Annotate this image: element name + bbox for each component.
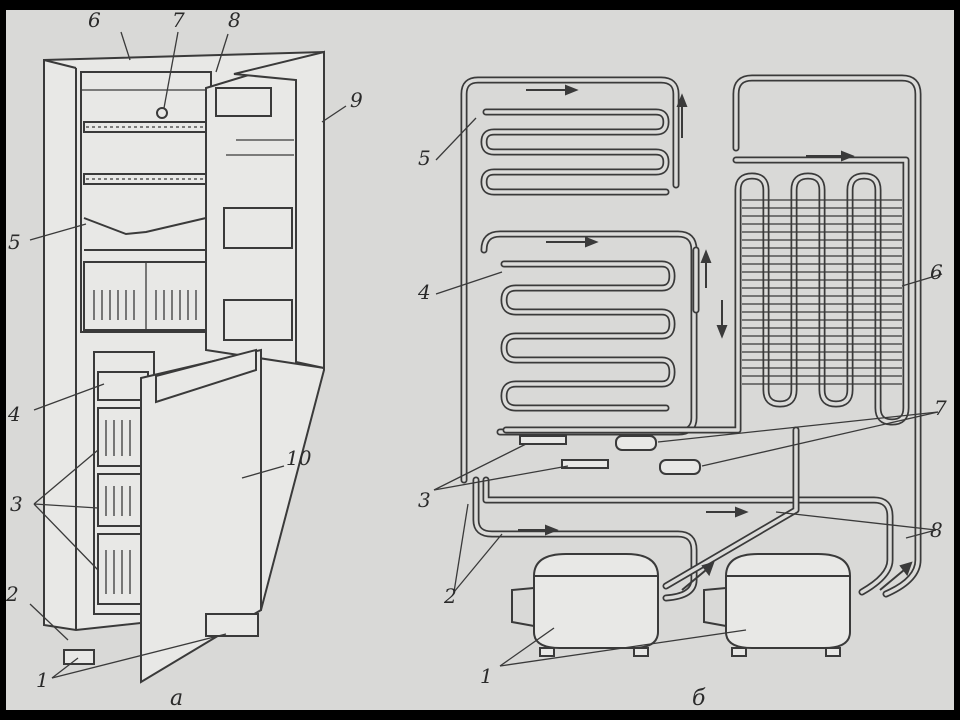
label-a-4: 4: [8, 402, 21, 426]
label-a-8: 8: [228, 8, 241, 32]
refrigerant-circuit: [460, 74, 922, 602]
label-a-3: 3: [10, 492, 23, 516]
subfigure-b-label: б: [692, 686, 706, 711]
label-b-4: 4: [418, 280, 431, 304]
foot-left: [63, 649, 95, 665]
label-b-6: 6: [930, 260, 943, 284]
flow-arrows: [518, 84, 913, 591]
label-a-9: 9: [350, 88, 363, 112]
label-a-2: 2: [6, 582, 19, 606]
label-b-5: 5: [418, 146, 431, 170]
label-b-3: 3: [418, 488, 431, 512]
lower-door: [140, 348, 262, 684]
label-a-7: 7: [172, 8, 185, 32]
subfigure-a-label: а: [170, 686, 184, 711]
filter-drier-lower: [561, 459, 609, 469]
label-a-1: 1: [36, 668, 49, 692]
label-b-1: 1: [480, 664, 493, 688]
compressor-right: [703, 553, 851, 657]
leaders-b: [433, 117, 943, 667]
lamp-icon: [156, 107, 168, 119]
upper-door: [205, 50, 325, 370]
refrigerator-drawing: [29, 31, 943, 684]
label-b-2: 2: [444, 584, 457, 608]
compressor-left: [511, 553, 659, 657]
label-a-6: 6: [88, 8, 101, 32]
crisper-drawers: [83, 261, 210, 331]
capillary-coil-upper: [615, 435, 657, 451]
leaders-a: [29, 31, 347, 679]
diagram-canvas: 6 7 8 9 5 4 3 2 1 10 а 5 4 3 2 1 7 8 6 б: [6, 10, 954, 710]
capillary-coil-lower: [659, 459, 701, 475]
label-a-10: 10: [286, 446, 312, 470]
label-b-7: 7: [934, 396, 947, 420]
label-b-8: 8: [930, 518, 943, 542]
label-a-5: 5: [8, 230, 21, 254]
filter-drier-upper: [519, 435, 567, 445]
